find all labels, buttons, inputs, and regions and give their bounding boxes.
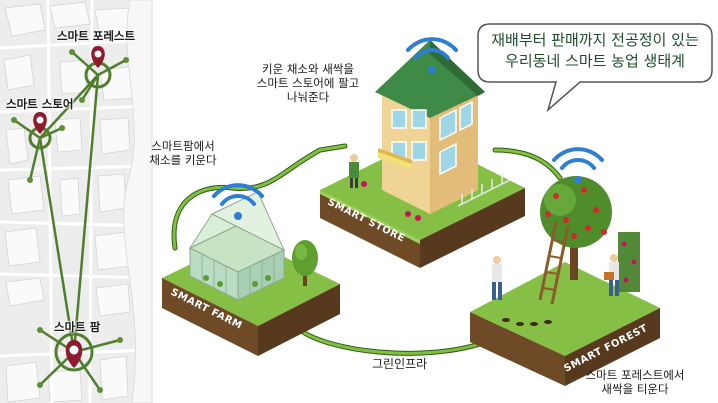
smart-farm-tile: SMART FARM <box>162 191 340 356</box>
forest-description-line: 스마트 포레스트에서 <box>585 368 685 382</box>
smart-forest-tile: SMART FOREST <box>470 176 660 386</box>
smart-store-tile: SMART STORE <box>320 40 525 268</box>
callout-line-1: 재배부터 판매까지 전공정이 있는 <box>491 31 699 49</box>
farm-description: 스마트팜에서 채소를 키운다 <box>140 139 226 167</box>
green-infra-label: 그린인프라 <box>372 357 428 371</box>
map-label-smart-farm: 스마트 팜 <box>54 320 101 334</box>
map-label-smart-store: 스마트 스토어 <box>6 97 74 111</box>
city-map <box>0 0 153 403</box>
store-description-line: 스마트 스토어에 팔고 <box>256 76 360 90</box>
wifi-store-icon <box>406 37 458 74</box>
forest-description-line: 새싹을 티운다 <box>601 382 669 396</box>
callout-line-2: 우리동네 스마트 농업 생태계 <box>505 52 685 70</box>
store-description-line: 키운 채소와 새싹을 <box>262 62 354 76</box>
farm-description-line: 스마트팜에서 <box>151 139 215 153</box>
store-description: 키운 채소와 새싹을 스마트 스토어에 팔고 나눠준다 <box>252 62 364 104</box>
wifi-farm-icon <box>212 183 264 220</box>
pin-farm-icon <box>65 340 83 368</box>
callout-text: 재배부터 판매까지 전공정이 있는 우리동네 스마트 농업 생태계 <box>484 30 706 72</box>
map-label-smart-forest: 스마트 포레스트 <box>57 29 136 43</box>
store-description-line: 나눠준다 <box>286 90 330 104</box>
forest-description: 스마트 포레스트에서 새싹을 티운다 <box>572 368 698 396</box>
farm-description-line: 채소를 키운다 <box>149 153 217 167</box>
pin-forest-icon <box>91 46 105 68</box>
wifi-forest-icon <box>552 147 604 184</box>
speech-bubble <box>477 23 713 113</box>
pin-store-icon <box>33 112 47 134</box>
